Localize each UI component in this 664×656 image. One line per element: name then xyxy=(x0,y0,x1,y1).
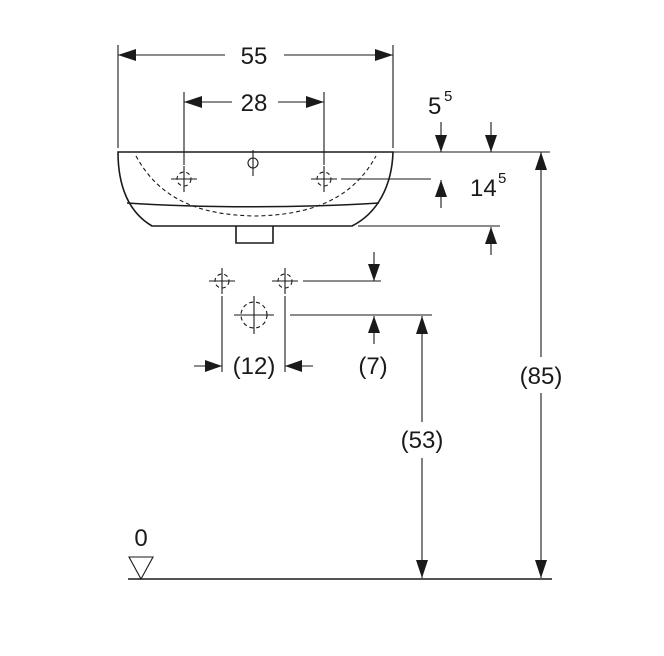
d12-label: (12) xyxy=(233,353,276,380)
d85-label: (85) xyxy=(520,363,563,390)
tap-hole-left xyxy=(171,166,197,192)
wall-connections xyxy=(209,268,298,334)
dimension-width-55: 55 xyxy=(117,43,394,148)
d5-label: 5 xyxy=(428,93,441,120)
tap-hole-right xyxy=(311,166,337,192)
dimension-53: (53) xyxy=(401,316,444,578)
d14-superscript: 5 xyxy=(498,170,506,187)
dimension-12: (12) xyxy=(194,296,313,380)
dimension-14-5: 14 5 xyxy=(341,170,506,255)
dimension-7: (7) xyxy=(290,252,432,380)
dimension-width-28: 28 xyxy=(183,90,325,165)
floor-reference: 0 xyxy=(128,525,552,581)
d14-label: 14 xyxy=(470,175,497,202)
width-28-label: 28 xyxy=(241,90,268,117)
dimension-85: (85) xyxy=(520,152,563,578)
basin-outline xyxy=(117,150,394,244)
d5-superscript: 5 xyxy=(444,88,452,105)
d7-label: (7) xyxy=(358,353,387,380)
connection-left xyxy=(209,268,235,294)
floor-zero-label: 0 xyxy=(134,525,147,552)
dimension-5-5: 5 5 xyxy=(393,88,550,153)
connection-right xyxy=(272,268,298,294)
drain-connection xyxy=(234,296,274,334)
d53-label: (53) xyxy=(401,427,444,454)
width-55-label: 55 xyxy=(241,43,268,70)
